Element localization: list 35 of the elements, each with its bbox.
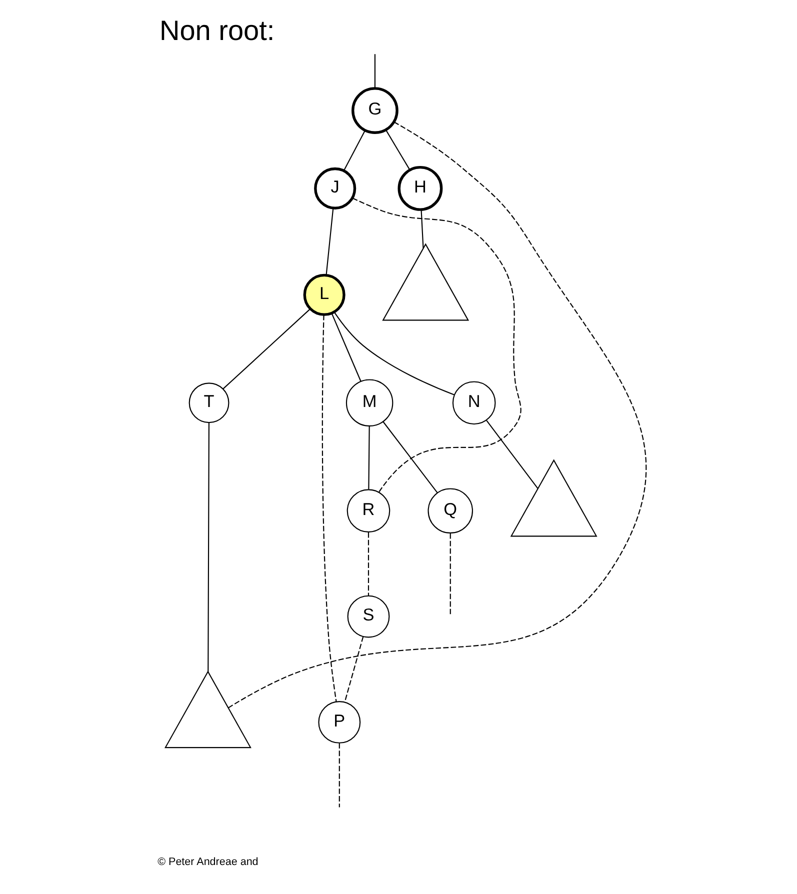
connector bbox=[326, 208, 334, 275]
node-circle: H bbox=[398, 165, 443, 210]
connector bbox=[344, 636, 364, 702]
connector bbox=[374, 54, 376, 88]
node-circle: L bbox=[303, 273, 346, 316]
diagram-title: Non root: bbox=[160, 14, 275, 46]
connector bbox=[228, 121, 646, 708]
connector bbox=[368, 532, 370, 596]
node-circle: G bbox=[352, 86, 398, 134]
connector bbox=[208, 422, 210, 672]
node-circle: P bbox=[318, 700, 361, 743]
connector bbox=[338, 742, 340, 807]
connector bbox=[486, 420, 538, 488]
connector bbox=[382, 421, 438, 493]
connector bbox=[322, 314, 337, 702]
label: © Peter Andreae and bbox=[158, 855, 258, 868]
node-circle: J bbox=[314, 166, 356, 209]
node-circle: M bbox=[346, 378, 394, 426]
connector bbox=[334, 311, 454, 395]
node-triangle bbox=[382, 242, 470, 320]
connector bbox=[450, 532, 451, 615]
connector bbox=[331, 312, 362, 382]
node-circle: N bbox=[452, 380, 496, 424]
node-circle: Q bbox=[428, 488, 474, 533]
node-circle: T bbox=[188, 382, 230, 423]
connector bbox=[344, 130, 366, 170]
connector bbox=[352, 197, 522, 492]
connector bbox=[420, 210, 424, 248]
connector bbox=[385, 129, 410, 170]
node-triangle bbox=[510, 458, 598, 536]
node-circle: S bbox=[347, 594, 390, 638]
connector bbox=[222, 308, 311, 389]
node-triangle bbox=[164, 670, 252, 748]
connector bbox=[368, 425, 370, 489]
node-circle: R bbox=[346, 488, 390, 532]
